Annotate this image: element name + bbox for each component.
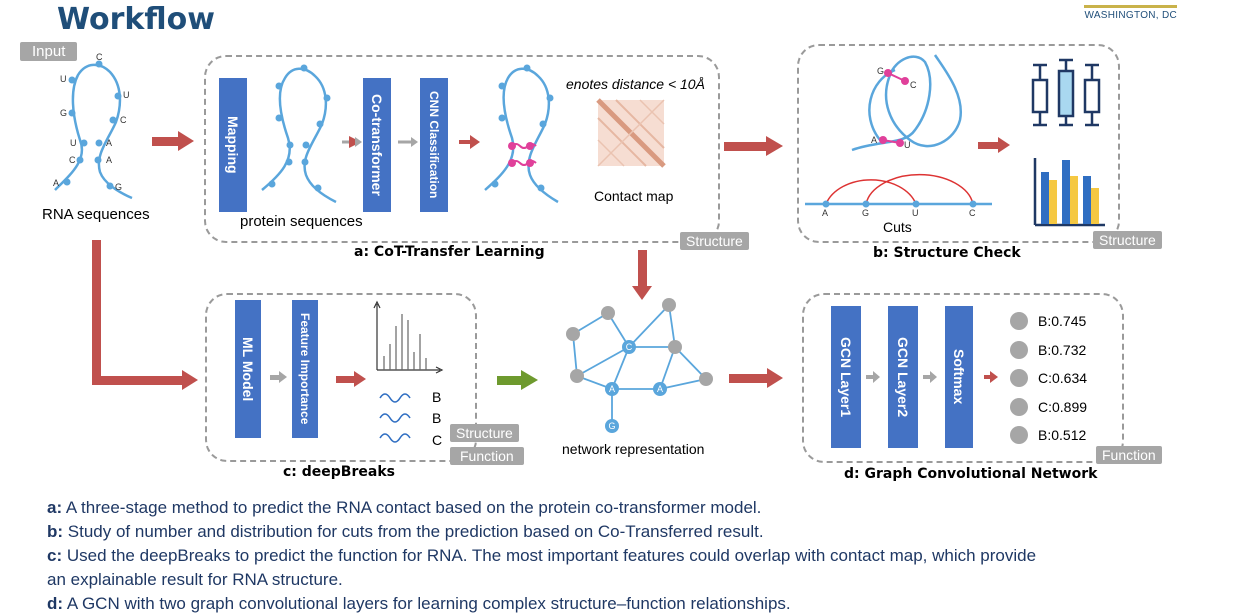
- wave-legend: [379, 393, 411, 443]
- flow-arrows: [92, 131, 1010, 390]
- rna-letter: U: [70, 138, 77, 148]
- network-label: network representation: [562, 441, 705, 457]
- score-dot: [1010, 397, 1028, 416]
- ml-model-box: ML Model: [235, 300, 261, 438]
- score-value: C:0.899: [1038, 398, 1088, 415]
- rna-letter: C: [69, 155, 76, 165]
- function-tag-c: Function: [450, 447, 524, 465]
- score-dot: [1010, 426, 1028, 445]
- rna-letter: A: [53, 178, 59, 188]
- note-c-cont: an explainable result for RNA structure.: [47, 570, 343, 589]
- arc-letter: A: [822, 208, 828, 218]
- score-value: C:0.634: [1038, 370, 1088, 387]
- score-item: C:0.899: [1010, 393, 1087, 422]
- cotransformer-box: Co-transformer: [363, 78, 391, 212]
- structure-tag-b: Structure: [1093, 231, 1162, 249]
- score-list: B:0.745 B:0.732 C:0.634 C:0.899 B:0.512: [1010, 307, 1087, 450]
- score-item: B:0.732: [1010, 336, 1087, 365]
- brand-text: WASHINGTON, DC: [1084, 5, 1177, 21]
- rna-letter: C: [120, 115, 127, 125]
- tertiary-structure: [851, 54, 963, 152]
- structure-tag-a: Structure: [680, 232, 749, 250]
- note-d: d: A GCN with two graph convolutional la…: [47, 594, 791, 613]
- note-a: a: A three-stage method to predict the R…: [47, 498, 762, 517]
- legend-label: B: [432, 389, 441, 405]
- score-item: B:0.745: [1010, 307, 1087, 336]
- arc-letter: C: [969, 208, 976, 218]
- rna-letter: G: [115, 182, 122, 192]
- rna-letter: C: [96, 52, 103, 62]
- svg-text:C: C: [910, 80, 917, 90]
- contact-map-label: Contact map: [594, 188, 674, 204]
- distance-note: enotes distance < 10Å: [566, 76, 705, 92]
- legend-label: C: [432, 432, 442, 448]
- feature-importance-plot: [373, 300, 444, 374]
- caption-d: d: Graph Convolutional Network: [844, 466, 1098, 482]
- gcn-layer1-box: GCN Layer1: [831, 306, 861, 448]
- protein-nodes-2: [491, 64, 554, 192]
- cuts-label: Cuts: [883, 219, 912, 235]
- rna-letter: G: [60, 108, 67, 118]
- protein-nodes-1: [268, 64, 331, 192]
- node-label: A: [657, 384, 663, 394]
- note-c: c: Used the deepBreaks to predict the fu…: [47, 546, 1037, 565]
- gcn-layer2-box: GCN Layer2: [888, 306, 918, 448]
- node-label: G: [608, 421, 615, 431]
- rna-letter: A: [106, 155, 112, 165]
- structure-tag-c: Structure: [450, 424, 519, 442]
- score-dot: [1010, 369, 1028, 388]
- bar-chart-icon: [1033, 158, 1105, 227]
- node-label: A: [609, 384, 615, 394]
- arc-letter: G: [862, 208, 869, 218]
- arc-letter: U: [912, 208, 919, 218]
- caption-c: c: deepBreaks: [283, 464, 395, 480]
- arc-diagram: A G U C: [805, 173, 992, 218]
- score-item: B:0.512: [1010, 421, 1087, 450]
- rna-letter: U: [60, 74, 67, 84]
- protein-strand-1: [261, 67, 337, 204]
- score-dot: [1010, 312, 1028, 331]
- rna-letter: U: [123, 90, 130, 100]
- network-nodes: [566, 298, 713, 433]
- note-b: b: Study of number and distribution for …: [47, 522, 764, 541]
- score-value: B:0.732: [1038, 341, 1087, 358]
- network-graph: [572, 304, 707, 426]
- score-value: B:0.512: [1038, 427, 1087, 444]
- caption-a: a: CoT-Transfer Learning: [354, 244, 545, 260]
- boxplot-icon: [1031, 58, 1101, 127]
- page-title: Workflow: [57, 2, 215, 37]
- rna-letter: A: [106, 138, 112, 148]
- rna-nodes: [63, 60, 122, 190]
- rna-sequences-label: RNA sequences: [42, 206, 150, 223]
- svg-text:A: A: [871, 135, 877, 145]
- input-tag: Input: [20, 42, 78, 61]
- feature-importance-box: Feature Importance: [292, 300, 318, 438]
- score-value: B:0.745: [1038, 313, 1087, 330]
- node-label: C: [626, 342, 633, 352]
- green-arrow: [497, 370, 538, 390]
- score-dot: [1010, 340, 1028, 359]
- protein-sequences-label: protein sequences: [240, 213, 363, 230]
- contact-map-heatmap: [596, 98, 666, 168]
- mapping-box: Mapping: [219, 78, 247, 212]
- cnn-classification-box: CNN Classification: [420, 78, 448, 212]
- softmax-box: Softmax: [945, 306, 973, 448]
- function-tag-d: Function: [1096, 446, 1162, 464]
- svg-text:U: U: [904, 140, 911, 150]
- svg-text:G: G: [877, 66, 884, 76]
- protein-strand-2: [484, 67, 559, 204]
- caption-b: b: Structure Check: [873, 245, 1021, 261]
- score-item: C:0.634: [1010, 364, 1087, 393]
- legend-label: B: [432, 410, 441, 426]
- rna-strand: [54, 63, 133, 200]
